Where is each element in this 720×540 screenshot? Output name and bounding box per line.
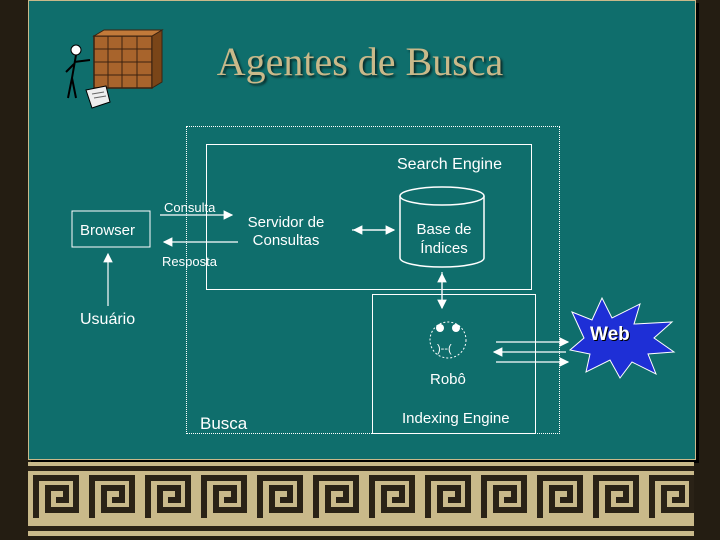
search-engine-box [206, 144, 532, 290]
indexing-engine-box [372, 294, 536, 434]
consulta-label: Consulta [164, 200, 216, 215]
slide-title: Agentes de Busca [216, 39, 504, 84]
robo-label: Robô [430, 371, 466, 388]
indexing-engine-label: Indexing Engine [402, 410, 510, 427]
search-engine-label: Search Engine [397, 156, 502, 173]
greek-key-pattern [28, 466, 694, 531]
browser-box [71, 210, 151, 248]
database-cylinder [399, 186, 485, 268]
busca-label: Busca [200, 414, 248, 433]
browser-label: Browser [80, 222, 136, 239]
base-label: Base de Índices [416, 221, 472, 257]
usuario-label: Usuário [80, 311, 136, 328]
web-label: Web [590, 324, 630, 345]
robot-face-mouth: )--( [437, 343, 452, 355]
robot-face-icon [429, 321, 467, 359]
starburst-icon [568, 296, 676, 379]
greek-key-frieze [28, 462, 694, 536]
resposta-label: Resposta [162, 254, 217, 269]
servidor-label: Servidor de Consultas [247, 214, 325, 249]
